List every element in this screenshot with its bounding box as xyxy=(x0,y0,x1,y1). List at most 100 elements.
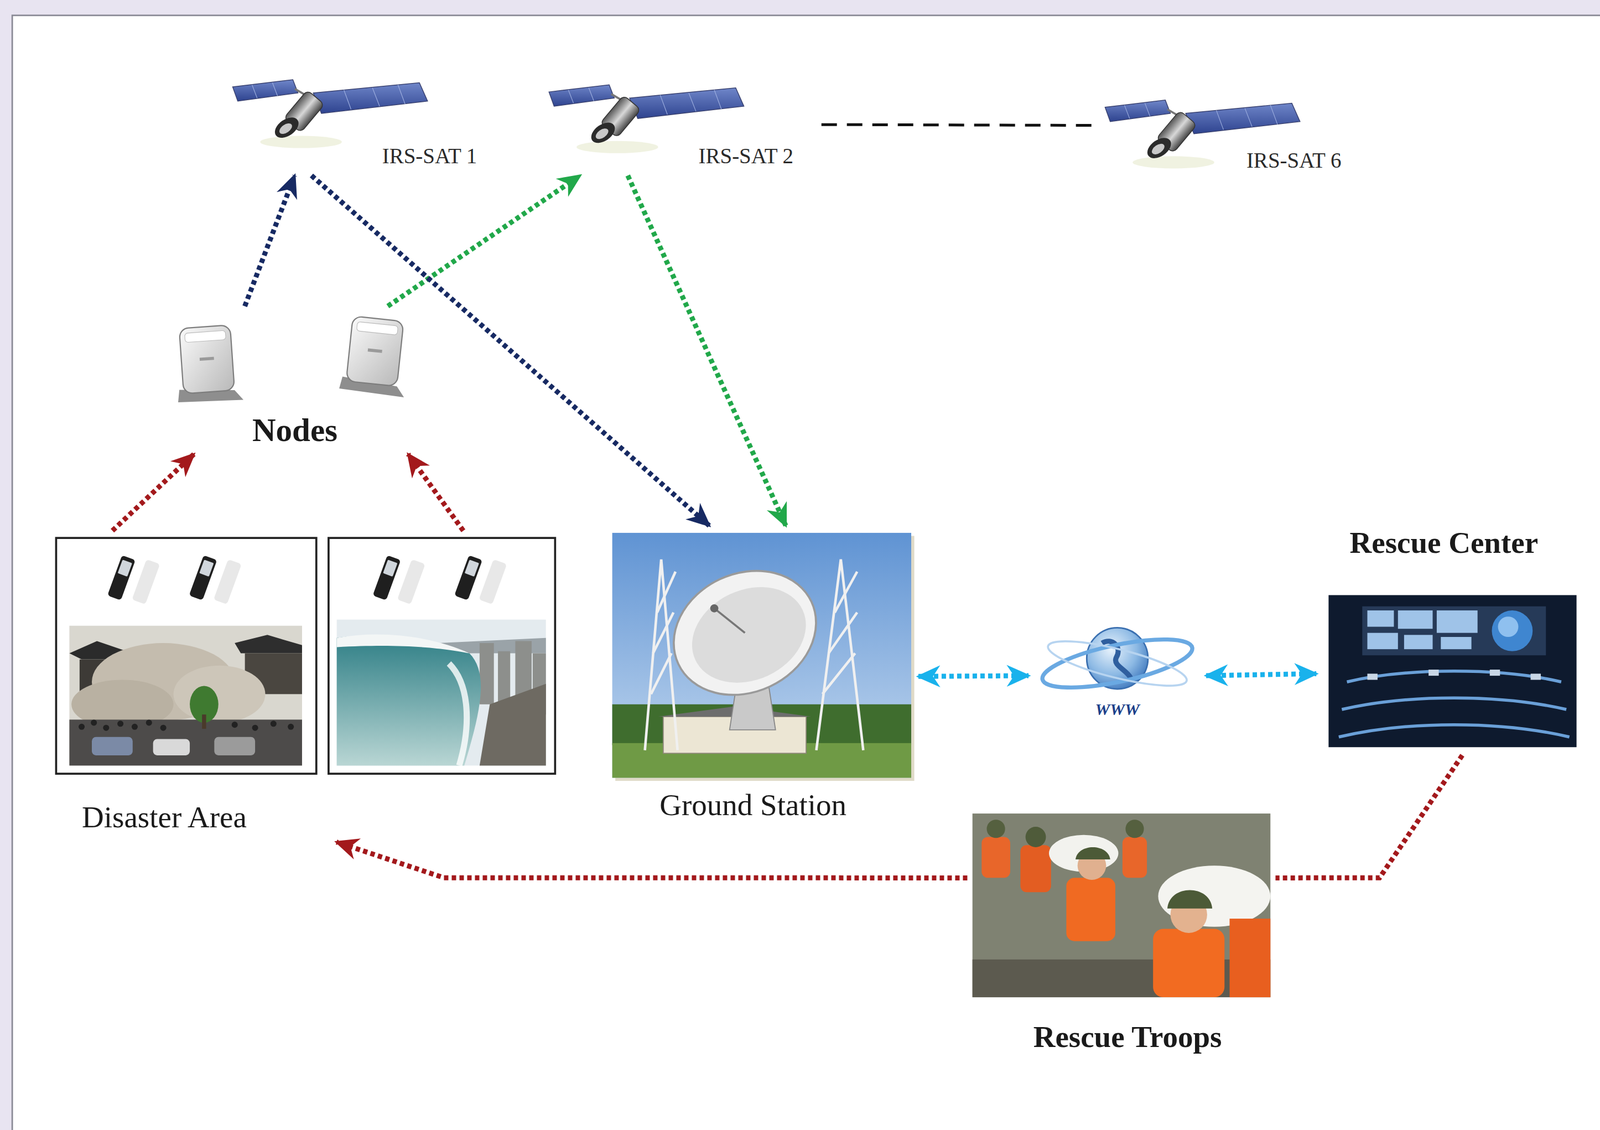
rescue-troops-photo-part xyxy=(972,813,1271,997)
ground-station-photo-part xyxy=(710,604,719,613)
rescue-center-photo-part xyxy=(1338,671,1570,737)
rescue-center-photo-part xyxy=(1362,606,1546,656)
disaster-photo-left-part-part xyxy=(270,720,277,727)
sensor-node-group: Nodes xyxy=(153,305,429,454)
disaster-photo-left xyxy=(55,537,316,774)
rescue-center-photo-part xyxy=(1328,594,1577,747)
disaster-photo-right-part xyxy=(328,537,555,774)
satellite-icons xyxy=(232,79,1301,169)
disaster-photo-right-part xyxy=(372,554,426,605)
rescue-center-photo-part xyxy=(1498,616,1519,637)
rescue-center-photo-part-part xyxy=(1347,671,1562,682)
connector xyxy=(1275,755,1463,879)
area-label: Disaster Area xyxy=(81,800,247,835)
connector xyxy=(408,454,464,531)
disaster-photo-left-part xyxy=(78,719,294,731)
disaster-photo-left-part-part xyxy=(160,724,167,731)
disaster-photo-right-part xyxy=(449,663,467,766)
satellite-icons-part xyxy=(232,79,428,149)
rescue-center-photo-part-part xyxy=(1489,669,1500,676)
rescue-troops-photo-part-part xyxy=(1229,918,1271,997)
disaster-photo-left-part xyxy=(214,736,256,756)
disaster-photo-right-part-part xyxy=(497,651,511,703)
disaster-photo-right-part xyxy=(479,683,547,766)
connector xyxy=(918,675,1029,677)
rescue-center-photo-part xyxy=(1367,610,1478,649)
internet-globe xyxy=(1038,627,1196,698)
disaster-photo-left-part xyxy=(153,738,190,756)
rescue-troops-photo-part-part xyxy=(1075,847,1111,860)
satellite-label: IRS-SAT 2 xyxy=(698,143,794,169)
rescue-center-photo-part-part xyxy=(1398,610,1433,629)
internet-globe-part xyxy=(1086,627,1148,689)
disaster-photo-left-part-part xyxy=(252,724,259,731)
rescue-center-photo-part-part xyxy=(1436,610,1478,633)
node-devices xyxy=(173,315,413,405)
connector xyxy=(387,175,581,306)
connector xyxy=(821,124,1098,126)
disaster-photo-left-part xyxy=(173,665,266,723)
rescue-troops-photo-part-part xyxy=(1020,844,1051,892)
rescue-troops-box: Rescue Troops xyxy=(967,808,1276,1059)
disaster-photo-right-part-part xyxy=(479,642,495,705)
rescue-center-photo xyxy=(1328,594,1577,747)
rescue-center-box: Rescue Center xyxy=(1316,515,1584,755)
ground-station-photo xyxy=(612,532,915,781)
station-label: Ground Station xyxy=(659,787,847,823)
internet-globe-part xyxy=(1038,629,1196,698)
rescue-troops-photo-part-part xyxy=(1122,837,1147,879)
ground-station-photo-part xyxy=(714,608,745,633)
disaster-photo-left-part xyxy=(189,554,242,605)
rescue-troops-photo-part-part xyxy=(1025,826,1047,848)
ground-station-photo-part-part xyxy=(822,571,858,694)
disaster-photo-left-part xyxy=(55,537,316,774)
satellite-node: IRS-SAT 6 xyxy=(1097,76,1373,183)
rescue-center-photo-part-part xyxy=(1428,669,1439,676)
rescue-troops-photo-part-part xyxy=(986,819,1006,838)
ground-station-photo-part-part xyxy=(816,559,864,751)
rescue-troops-photo-part-part xyxy=(981,837,1011,879)
connector xyxy=(336,842,968,879)
node-label: Nodes xyxy=(252,411,338,450)
internet-globe-part xyxy=(1044,632,1191,695)
disaster-photo-left-part xyxy=(107,554,160,605)
disaster-photo-left-part-part xyxy=(231,721,238,728)
disaster-photo-left-part xyxy=(69,625,303,766)
rescue-center-photo-part-part xyxy=(1530,673,1541,680)
disaster-photo-left-part-part xyxy=(117,720,124,727)
rescue-troops-photo-part xyxy=(972,959,1271,997)
disaster-area-box: Disaster Area xyxy=(45,530,561,843)
rescue-center-photo-part-part xyxy=(1367,610,1394,627)
connector xyxy=(627,175,787,526)
rescue-troops-photo-part xyxy=(981,819,1271,997)
disaster-photo-left-part xyxy=(234,634,303,653)
rescue-center-photo-part-part xyxy=(1404,634,1433,649)
disaster-photo-left-part-part xyxy=(90,719,97,726)
disaster-photo-right-part xyxy=(336,619,547,766)
disaster-photo-left-part-part xyxy=(287,723,294,730)
ground-station-box: Ground Station xyxy=(606,525,919,828)
disaster-photo-left-part xyxy=(69,719,303,766)
disaster-photo-right xyxy=(328,537,555,774)
satellite-label: IRS-SAT 6 xyxy=(1246,147,1342,173)
globe-label: WWW xyxy=(1095,699,1140,720)
panel xyxy=(12,15,1600,1130)
rescue-center-photo-part-part xyxy=(1440,636,1472,649)
ground-station-photo-part xyxy=(612,532,912,778)
ground-station-photo-part-part xyxy=(645,559,678,751)
satellite-node: IRS-SAT 2 xyxy=(541,69,822,176)
rescue-center-photo-part-part xyxy=(1367,673,1378,680)
connector xyxy=(112,454,194,531)
rescue-troops-photo-part-part xyxy=(1167,889,1213,908)
disaster-photo-left-part xyxy=(201,714,206,729)
rescue-center-photo-part xyxy=(1491,610,1533,652)
disaster-photo-left-part-part xyxy=(131,723,138,730)
node-devices-part xyxy=(173,324,244,404)
center-label: Rescue Center xyxy=(1349,525,1539,561)
connector xyxy=(1206,673,1317,676)
rescue-center-photo-part-part xyxy=(1341,697,1567,710)
disaster-photo-left-part-part xyxy=(146,719,153,726)
